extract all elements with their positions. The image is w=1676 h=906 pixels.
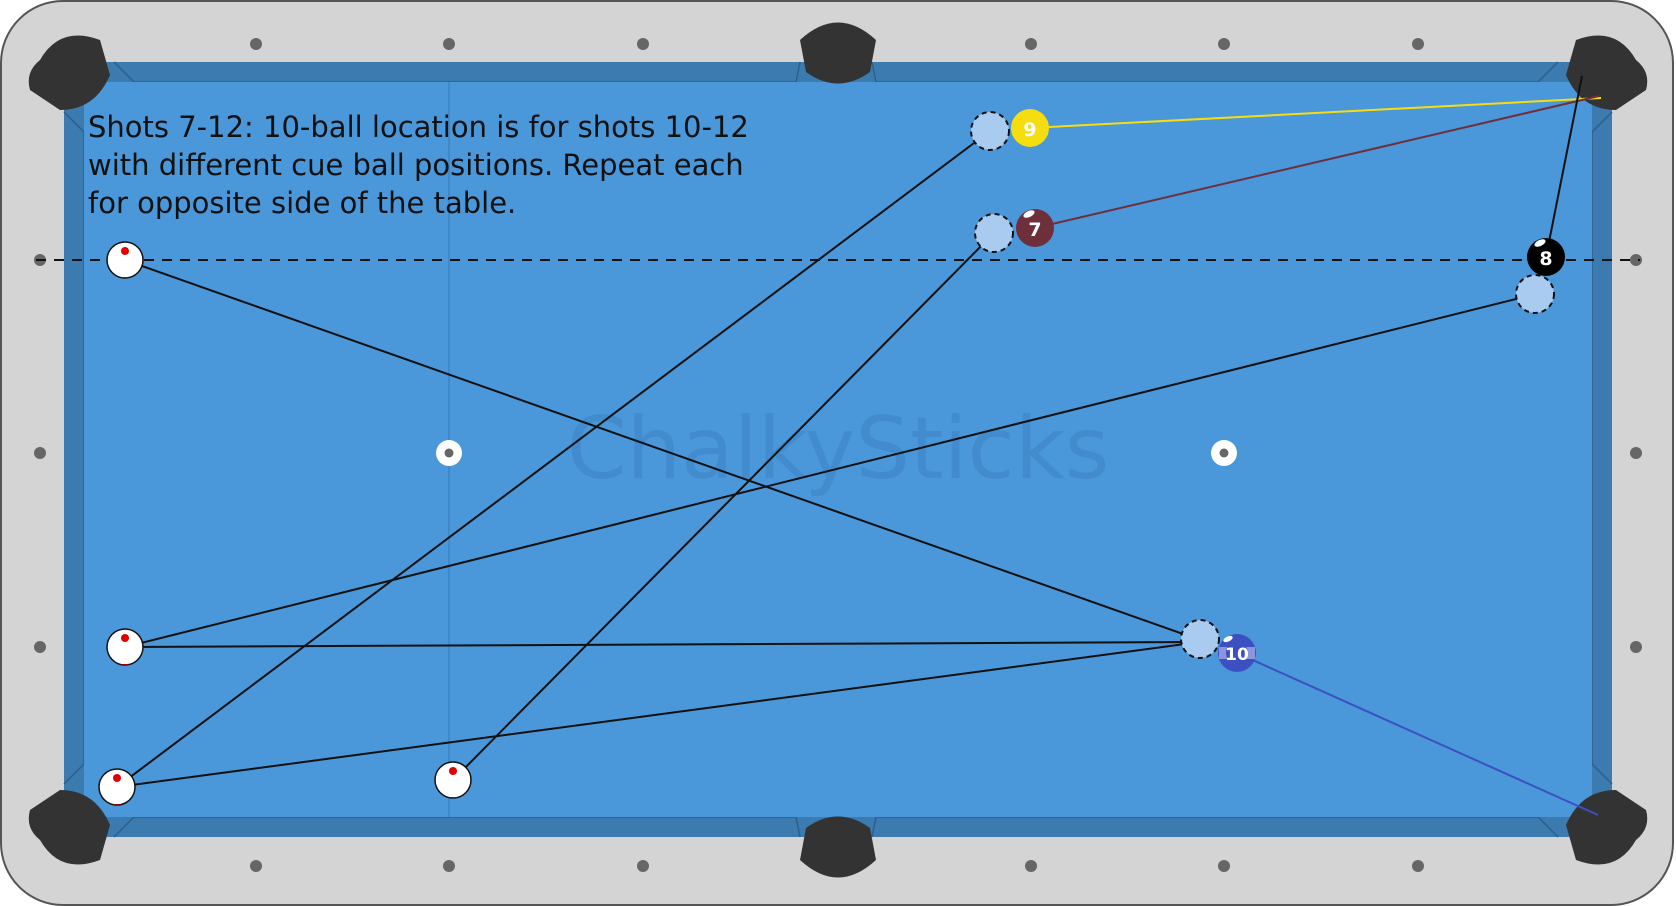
pocket-bottom-left: [28, 790, 110, 865]
shot-line: [124, 259, 1201, 641]
cue-balls: [98, 241, 472, 806]
cue-ball-icon: [106, 241, 144, 279]
diamond-marker-icon: [1218, 38, 1230, 50]
ball-8: 8: [1527, 238, 1565, 276]
ball-number: 8: [1539, 248, 1552, 270]
shot-line: [452, 232, 995, 781]
cue-ball-paths: [116, 130, 1537, 788]
cue-ball-icon: [106, 628, 144, 666]
diamond-markers: [34, 38, 1642, 872]
felt: [84, 82, 1592, 817]
diamond-marker-icon: [250, 38, 262, 50]
ghost-ball-icon: [970, 111, 1010, 151]
pockets: [28, 22, 1648, 878]
pocket-bottom-right: [1566, 790, 1648, 865]
diamond-marker-icon: [1025, 860, 1037, 872]
ball-9-path: [1029, 97, 1602, 129]
diamond-marker-icon: [1412, 38, 1424, 50]
diamond-marker-icon: [34, 447, 46, 459]
object-ball-paths: [1029, 75, 1602, 816]
diamond-marker-icon: [250, 860, 262, 872]
pocket-top-middle: [800, 22, 876, 84]
pocket-top-right: [1566, 35, 1648, 110]
diamond-marker-icon: [1412, 860, 1424, 872]
shot-line: [116, 641, 1201, 788]
diamond-marker-icon: [1630, 641, 1642, 653]
cue-ball-icon: [98, 768, 136, 806]
ball-7-path: [1034, 95, 1600, 229]
ball-8-path: [1545, 75, 1583, 258]
diamond-marker-icon: [637, 38, 649, 50]
shot-line: [116, 130, 991, 788]
diamond-marker-icon: [1630, 447, 1642, 459]
caption-line: for opposite side of the table.: [88, 186, 516, 220]
ball-9: 9: [1011, 109, 1049, 147]
ball-10: 10: [1218, 634, 1256, 672]
diamond-marker-icon: [637, 860, 649, 872]
ghost-ball-icon: [1515, 274, 1555, 314]
caption-line: with different cue ball positions. Repea…: [88, 148, 744, 182]
diamond-marker-icon: [443, 860, 455, 872]
ghost-ball-icon: [974, 213, 1014, 253]
ball-number: 9: [1023, 119, 1036, 141]
shot-line: [124, 293, 1537, 648]
ball-7: 7: [1016, 209, 1054, 247]
watermark: ChalkySticks: [567, 399, 1110, 499]
ghost-ball-icon: [1180, 619, 1220, 659]
diamond-marker-icon: [1218, 860, 1230, 872]
cue-ball-icon: [434, 761, 472, 799]
caption-line: Shots 7-12: 10-ball location is for shot…: [88, 110, 749, 144]
pocket-bottom-middle: [800, 816, 876, 878]
pocket-top-left: [28, 35, 110, 110]
diamond-marker-icon: [34, 641, 46, 653]
diamond-marker-icon: [1630, 254, 1642, 266]
spots: [436, 440, 1237, 466]
ball-number: 10: [1225, 645, 1249, 665]
caption: Shots 7-12: 10-ball location is for shot…: [88, 110, 749, 220]
diamond-marker-icon: [443, 38, 455, 50]
ball-number: 7: [1028, 219, 1041, 241]
ghost-balls: [970, 111, 1555, 659]
diamond-marker-icon: [1025, 38, 1037, 50]
ball-10-path: [1236, 652, 1599, 816]
